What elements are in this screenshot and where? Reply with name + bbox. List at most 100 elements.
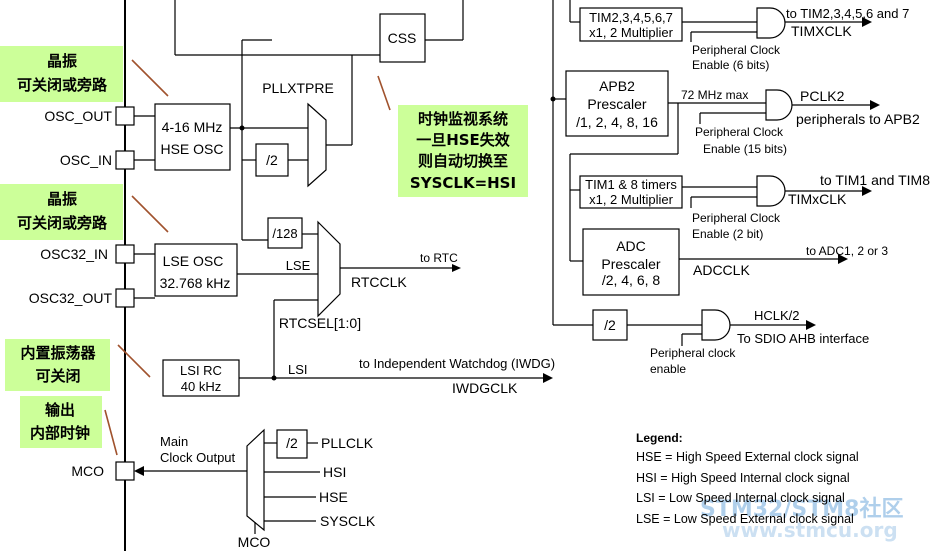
to-iwdg-label: to Independent Watchdog (IWDG) (359, 356, 555, 371)
tim1-multiplier-title: TIM1 & 8 timers (585, 177, 677, 192)
apb2-divisors: /1, 2, 4, 8, 16 (576, 114, 658, 130)
hse-div128-block (267, 217, 303, 249)
tim1-enable-label: Peripheral Clock (692, 211, 781, 225)
pin-osc32-in (115, 244, 135, 264)
tim1-and-gate (756, 175, 786, 207)
adc-title: ADC (616, 238, 646, 254)
sdio-and-gate (701, 309, 731, 341)
pllxtpre-label: PLLXTPRE (262, 80, 334, 96)
apb2-and-gate (765, 89, 793, 121)
tim2-multiplier-block (579, 7, 683, 42)
adc-target-label: to ADC1, 2 or 3 (806, 244, 888, 258)
pin-mco (115, 461, 135, 481)
lse-osc-label: LSE OSC (163, 253, 224, 269)
tim2-multiplier-title: TIM2,3,4,5,6,7 (589, 10, 673, 25)
note-css-line4: SYSCLK=HSI (410, 174, 516, 192)
note-lsi-line2: 可关闭 (35, 367, 80, 385)
lse-osc-freq: 32.768 kHz (160, 275, 231, 291)
hse-osc-label: HSE OSC (160, 141, 223, 157)
mco-main-label: Main (160, 434, 188, 449)
watermark-title: STM32/STM8社区 (700, 496, 903, 522)
apb2-prescaler-label: Prescaler (587, 96, 646, 112)
iwdgclk-label: IWDGCLK (452, 380, 518, 396)
pin-osc-out (115, 106, 135, 126)
tim1-enable-bits: Enable (2 bit) (692, 227, 763, 241)
css-block (379, 13, 426, 63)
note-css-line1: 时钟监视系统 (418, 110, 508, 128)
note-lse-line1: 晶振 (47, 190, 77, 208)
mco-clock-output-label: Clock Output (160, 450, 236, 465)
tim1-timxclk-label: TIMxCLK (788, 191, 847, 207)
note-hse-line2: 可关闭或旁路 (17, 76, 108, 94)
note-mco-line2: 内部时钟 (30, 424, 90, 442)
note-mco-line1: 输出 (45, 401, 75, 419)
pin-osc32-out (115, 288, 135, 308)
apb2-enable-label: Peripheral Clock (695, 125, 784, 139)
hse-osc-freq: 4-16 MHz (162, 119, 223, 135)
adc-prescaler-label: Prescaler (601, 256, 660, 272)
tim1-multiplier-factor: x1, 2 Multiplier (589, 192, 673, 207)
note-lse-line2: 可关闭或旁路 (17, 214, 108, 232)
mco-sysclk-label: SYSCLK (320, 513, 376, 529)
annotation-stroke (117, 344, 151, 378)
mco-pllclk-label: PLLCLK (321, 435, 374, 451)
note-hse-line1: 晶振 (47, 52, 77, 70)
lsi-signal-label: LSI (288, 362, 308, 377)
adc-prescaler-block (582, 228, 680, 296)
mco-div2-label: /2 (286, 435, 298, 451)
pin-osc-in (115, 150, 135, 170)
annotation-stroke (131, 59, 169, 97)
adc-divisors: /2, 4, 6, 8 (602, 272, 661, 288)
pllxtpre-div2-block (255, 143, 289, 177)
note-mco-output: 输出 内部时钟 (20, 396, 102, 448)
pin-osc32-in-label: OSC32_IN (40, 246, 108, 262)
tim2-and-gate (756, 7, 786, 39)
sdio-enable-label: Peripheral clock (650, 346, 736, 360)
rtcsel-mux (317, 220, 341, 318)
pclk2-target-label: peripherals to APB2 (796, 111, 920, 127)
note-css-line2: 一旦HSE失效 (416, 131, 511, 149)
note-internal-osc: 内置振荡器 可关闭 (5, 339, 110, 391)
pclk2-label: PCLK2 (800, 88, 845, 104)
tim2-enable-bits: Enable (6 bits) (692, 58, 769, 72)
tim2-multiplier-factor: x1, 2 Multiplier (589, 25, 673, 40)
mco-mux (246, 428, 265, 532)
tim1-output-label: to TIM1 and TIM8 (820, 172, 930, 188)
note-lsi-line1: 内置振荡器 (20, 344, 96, 362)
tim2-timxclk-label: TIMXCLK (791, 23, 852, 39)
note-css-line3: 则自动切换至 (418, 152, 508, 170)
mco-div2-block (276, 429, 308, 459)
legend-title: Legend: (636, 431, 683, 445)
mco-select-label: MCO (238, 534, 271, 550)
apb2-max-freq: 72 MHz max (681, 88, 748, 102)
hclk-div2-label: /2 (604, 317, 616, 333)
pin-osc-out-label: OSC_OUT (44, 108, 112, 124)
apb2-prescaler-block (565, 70, 669, 137)
lse-osc-block (154, 243, 238, 297)
mco-hsi-label: HSI (323, 464, 346, 480)
rtcclk-label: RTCCLK (351, 274, 407, 290)
pin-osc-in-label: OSC_IN (60, 152, 112, 168)
note-css: 时钟监视系统 一旦HSE失效 则自动切换至 SYSCLK=HSI (398, 105, 528, 197)
tim2-enable-label: Peripheral Clock (692, 43, 781, 57)
sdio-enable-word: enable (650, 362, 686, 376)
note-lse-crystal: 晶振 可关闭或旁路 (0, 184, 123, 240)
apb2-enable-bits: Enable (15 bits) (703, 142, 787, 156)
pin-mco-label: MCO (71, 463, 104, 479)
pllxtpre-div2-label: /2 (266, 152, 278, 168)
lse-signal-label: LSE (286, 258, 311, 273)
hclk2-label: HCLK/2 (754, 308, 800, 323)
hse-osc-block (154, 103, 231, 171)
hse-div128-label: /128 (272, 226, 297, 241)
css-label: CSS (388, 30, 417, 46)
tim1-multiplier-block (579, 175, 683, 209)
to-rtc-label: to RTC (420, 251, 458, 265)
annotation-stroke (131, 195, 169, 233)
rtcsel-label: RTCSEL[1:0] (279, 315, 361, 331)
lsi-rc-freq: 40 kHz (181, 379, 221, 394)
pin-osc32-out-label: OSC32_OUT (29, 290, 113, 306)
annotation-stroke (104, 409, 118, 456)
legend-lse: LSE = Low Speed External clock signal (636, 512, 854, 526)
legend-hse: HSE = High Speed External clock signal (636, 450, 859, 464)
